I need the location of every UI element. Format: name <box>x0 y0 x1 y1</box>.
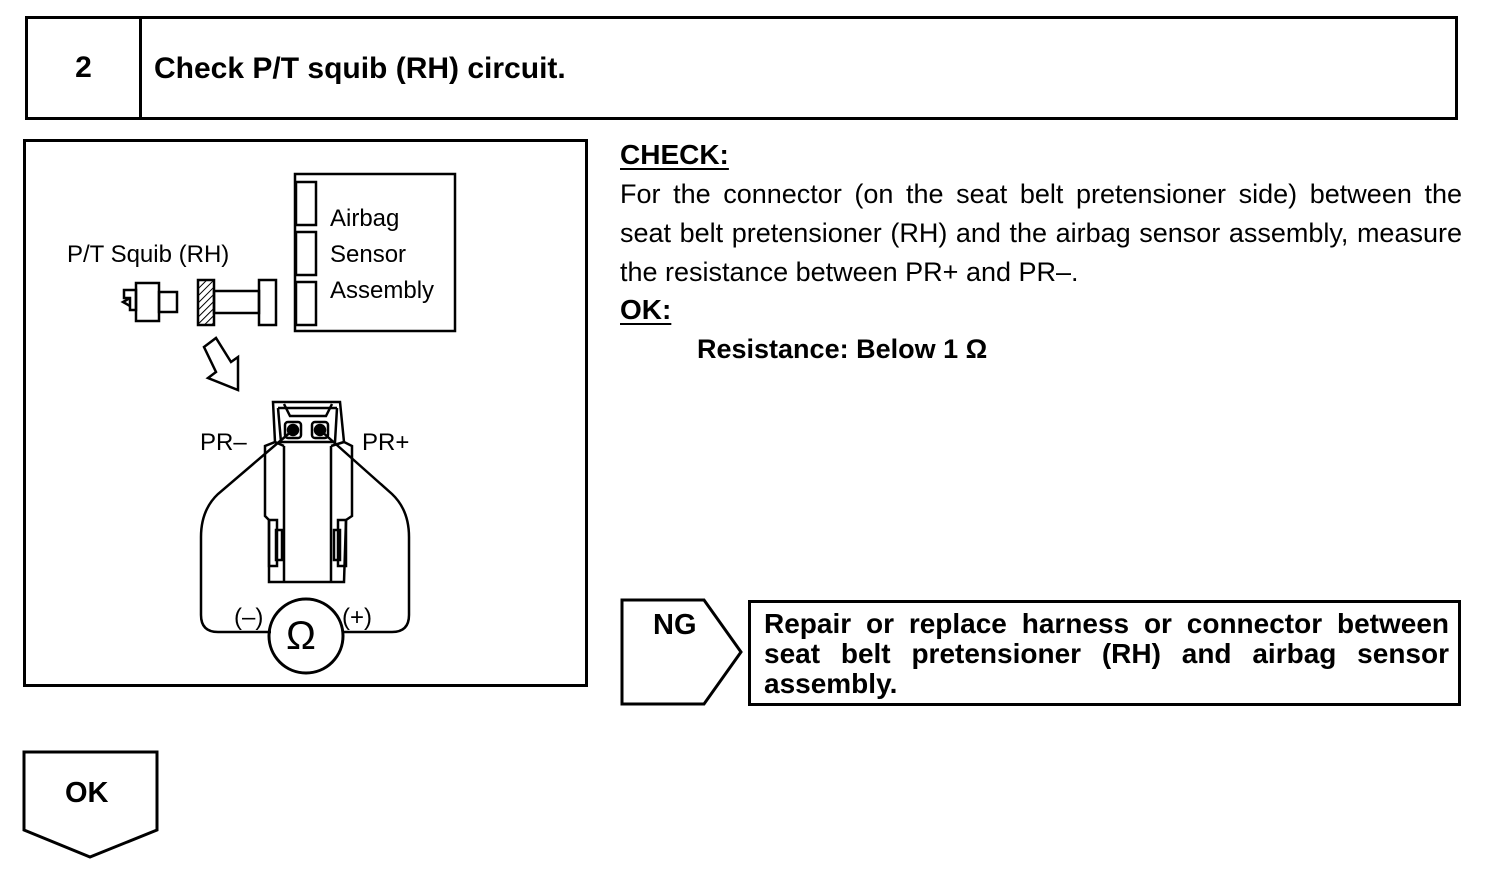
step-number: 2 <box>28 19 142 117</box>
ohmmeter-icon <box>267 597 345 675</box>
ok-arrow-badge <box>22 750 159 859</box>
sensor-label-line2: Sensor <box>330 241 407 268</box>
diagram-drawing <box>120 172 457 675</box>
ohm-symbol: Ω <box>286 614 316 658</box>
sensor-terminal <box>294 230 318 277</box>
meter-minus-label: (–) <box>234 604 264 631</box>
check-instructions: For the connector (on the seat belt pret… <box>620 179 1462 287</box>
ok-heading: OK: <box>620 294 672 325</box>
sensor-terminal <box>294 180 318 227</box>
ng-action-box: Repair or replace harness or connector b… <box>748 600 1461 706</box>
probe-lead-plus <box>319 429 411 634</box>
sensor-terminal <box>294 280 318 327</box>
meter-plus-label: (+) <box>342 604 372 631</box>
connector-diagram: P/T Squib (RH) Airbag Sensor Assembly PR… <box>23 139 588 687</box>
pr-minus-label: PR– <box>200 429 247 456</box>
squib-plug <box>134 281 161 323</box>
ng-arrow-badge <box>620 598 743 706</box>
squib-label: P/T Squib (RH) <box>67 241 230 268</box>
resistance-spec: Resistance: Below 1 Ω <box>697 334 988 364</box>
ng-label: NG <box>653 609 697 641</box>
step-title: Check P/T squib (RH) circuit. <box>154 52 566 85</box>
sensor-label-line3: Assembly <box>330 277 435 304</box>
probe-lead-minus <box>199 429 294 634</box>
ng-action-text: Repair or replace harness or connector b… <box>764 608 1449 699</box>
down-arrow-icon <box>202 336 240 392</box>
squib-connector-hatched <box>196 278 216 327</box>
check-heading: CHECK: <box>620 139 729 170</box>
step-header: 2 Check P/T squib (RH) circuit. <box>25 16 1458 120</box>
sensor-label-line1: Airbag <box>330 205 400 232</box>
pr-plus-label: PR+ <box>362 429 410 456</box>
ok-label: OK <box>65 777 109 809</box>
